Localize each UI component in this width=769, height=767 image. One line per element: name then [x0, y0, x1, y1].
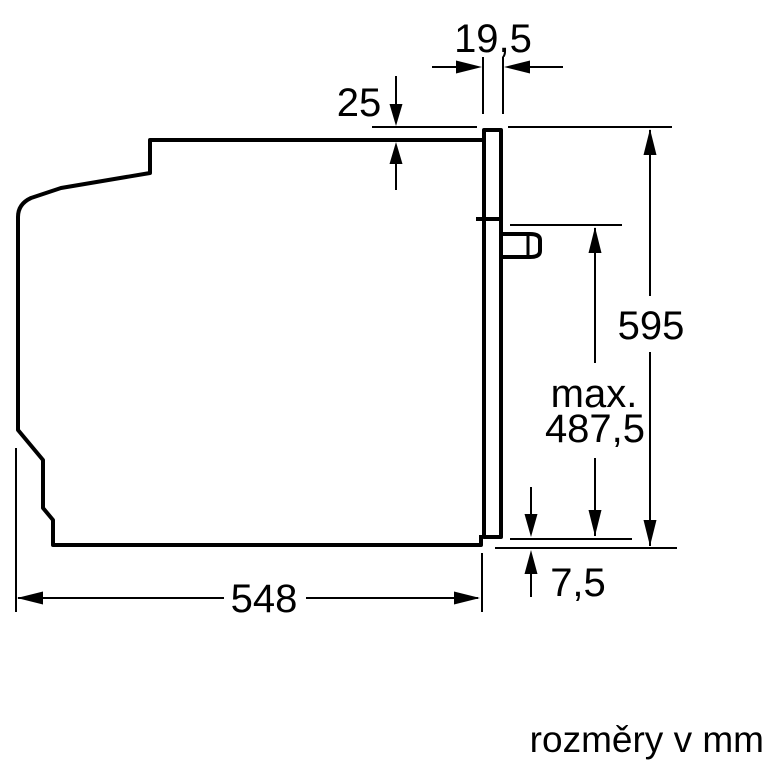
oven-front-panel — [482, 128, 503, 539]
dim-total-height-label: 595 — [618, 304, 685, 348]
door-handle — [499, 232, 542, 259]
dim-195-left-arrowhead — [456, 60, 482, 74]
dim-max-label: max. — [551, 372, 638, 416]
dim-front-panel-depth: 19,5 — [432, 17, 563, 74]
dim-75-down-arrowhead — [524, 514, 538, 537]
dim-548-right-arrowhead — [454, 591, 480, 605]
dim-front-panel-depth-label: 19,5 — [454, 17, 532, 61]
oven-body-path — [16, 138, 485, 547]
dim-4875-up-arrowhead — [588, 227, 602, 253]
dim-body-depth-label: 548 — [231, 577, 298, 621]
dim-max-inner-height: max. 487,5 — [545, 227, 645, 536]
units-caption: rozměry v mm — [530, 719, 764, 760]
dim-4875-down-arrowhead — [588, 510, 602, 536]
dim-25-up-arrowhead — [389, 142, 403, 164]
dim-548-left-arrowhead — [17, 591, 43, 605]
dim-top-setback: 25 — [337, 76, 403, 190]
dim-total-height: 595 — [618, 129, 685, 546]
dim-bottom-lip-label: 7,5 — [550, 561, 606, 605]
dim-75-up-arrowhead — [524, 550, 538, 574]
dim-body-depth: 548 — [17, 577, 480, 621]
dim-195-right-arrowhead — [504, 60, 530, 74]
extension-lines — [15, 57, 677, 612]
dim-595-up-arrowhead — [643, 129, 657, 155]
dim-25-down-arrowhead — [389, 104, 403, 126]
dim-max-inner-height-label: 487,5 — [545, 407, 645, 451]
dim-top-setback-label: 25 — [337, 81, 382, 125]
dim-595-down-arrowhead — [643, 520, 657, 546]
dim-bottom-lip: 7,5 — [524, 487, 606, 605]
oven-body-outline — [16, 128, 542, 547]
